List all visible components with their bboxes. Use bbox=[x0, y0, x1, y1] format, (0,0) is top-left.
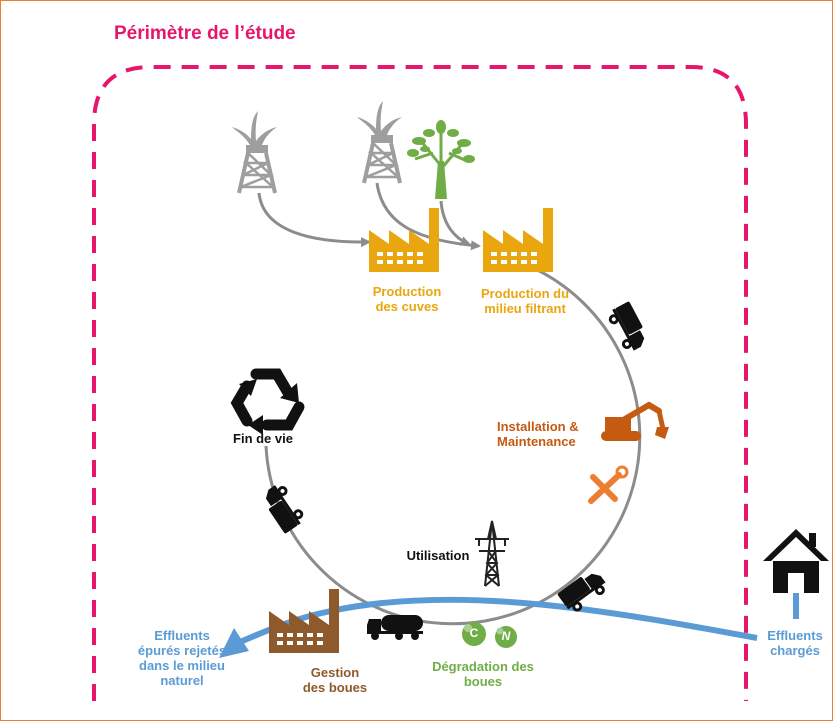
factory-icon bbox=[483, 208, 553, 272]
carbon-symbol: C bbox=[469, 626, 479, 640]
perimeter-title: Périmètre de l’étude bbox=[114, 23, 296, 44]
label-utilisation: Utilisation bbox=[406, 548, 470, 563]
label-degradation-des-boues: Dégradation des boues bbox=[432, 659, 534, 689]
factory-icon bbox=[269, 589, 339, 653]
tools-icon bbox=[588, 465, 629, 504]
label-effluents-charges: Effluents chargés bbox=[767, 628, 823, 658]
tanker-truck-icon bbox=[367, 615, 423, 640]
label-production-milieu-filtrant: Production du milieu filtrant bbox=[480, 286, 570, 316]
carbon-bubble-icon bbox=[462, 622, 486, 646]
truck-icon bbox=[605, 301, 651, 355]
factory-icon bbox=[369, 208, 439, 272]
supply-arrow-derrick-to-cuves bbox=[257, 192, 371, 248]
oil-derrick-icon bbox=[355, 99, 404, 185]
label-gestion-des-boues: Gestion des boues bbox=[302, 665, 368, 695]
life-cycle-arc bbox=[264, 264, 642, 626]
tree-icon bbox=[407, 120, 475, 199]
label-production-cuves: Production des cuves bbox=[372, 284, 442, 314]
label-effluents-epures: Effluents épurés rejetés dans le milieu … bbox=[137, 628, 227, 688]
label-fin-de-vie: Fin de vie bbox=[233, 431, 293, 446]
power-pylon-icon bbox=[475, 520, 509, 587]
oil-derrick-icon bbox=[230, 109, 279, 195]
label-installation-maintenance: Installation & Maintenance bbox=[497, 419, 579, 449]
excavator-icon bbox=[601, 401, 669, 441]
effluent-flow-arrowhead bbox=[219, 628, 249, 658]
study-perimeter-border bbox=[92, 65, 748, 701]
house-icon bbox=[763, 529, 829, 593]
recycle-icon bbox=[230, 368, 305, 435]
nitrogen-bubble-icon bbox=[495, 626, 517, 648]
supply-arrow-tree-to-filter bbox=[439, 200, 471, 246]
truck-icon bbox=[259, 480, 308, 534]
nitrogen-symbol: N bbox=[501, 629, 511, 643]
